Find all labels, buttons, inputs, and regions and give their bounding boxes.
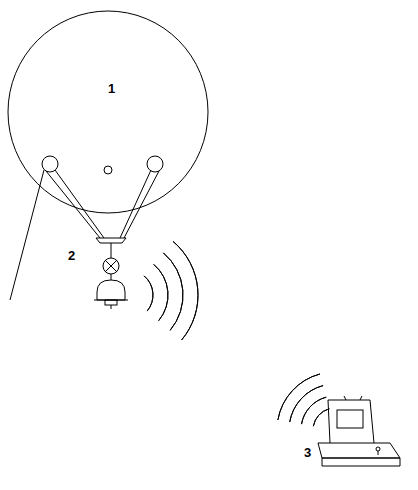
rigging-line — [124, 171, 159, 238]
radio-wave — [313, 409, 329, 426]
radio-wave — [290, 386, 323, 422]
lock — [376, 447, 380, 451]
radio-wave — [163, 253, 183, 330]
laptop-front — [322, 458, 400, 466]
callout-number: 3 — [304, 446, 311, 459]
attachment-ring — [147, 156, 163, 172]
radio-wave — [144, 276, 153, 311]
radio-wave — [302, 397, 327, 424]
laptop-base — [318, 443, 400, 458]
radio-wave — [278, 374, 320, 420]
suspension-bar — [96, 238, 126, 243]
tether-line — [10, 170, 44, 300]
sensor-housing — [97, 280, 125, 300]
radio-wave — [154, 264, 168, 320]
valve — [104, 166, 112, 174]
rigging-line — [120, 170, 151, 238]
radio-wave — [173, 241, 198, 340]
balloon: 1 — [7, 10, 209, 214]
rigging-line — [46, 171, 100, 238]
laptop-screen — [328, 400, 374, 443]
swivel — [103, 258, 119, 274]
balloon-outline — [7, 10, 209, 214]
screen-panel — [337, 410, 363, 428]
hanger — [111, 243, 112, 258]
callout-number: 2 — [68, 249, 75, 262]
attachment-ring — [42, 156, 58, 172]
rigging-line — [55, 170, 104, 238]
callout-number: 1 — [108, 82, 115, 95]
